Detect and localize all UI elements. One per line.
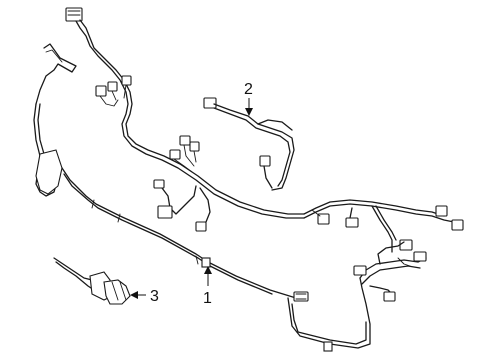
callout-2: 2 [244,81,253,116]
bumper-harness-part-1 [33,43,427,352]
callout-3: 3 [130,288,159,305]
callout-label-2: 2 [244,81,253,98]
sub-harness-part-2 [203,97,295,191]
upper-main-harness [65,7,464,253]
callout-1: 1 [203,266,212,307]
sensor-part-3 [53,257,131,305]
callout-label-1: 1 [203,290,212,307]
callout-label-3: 3 [150,288,159,305]
